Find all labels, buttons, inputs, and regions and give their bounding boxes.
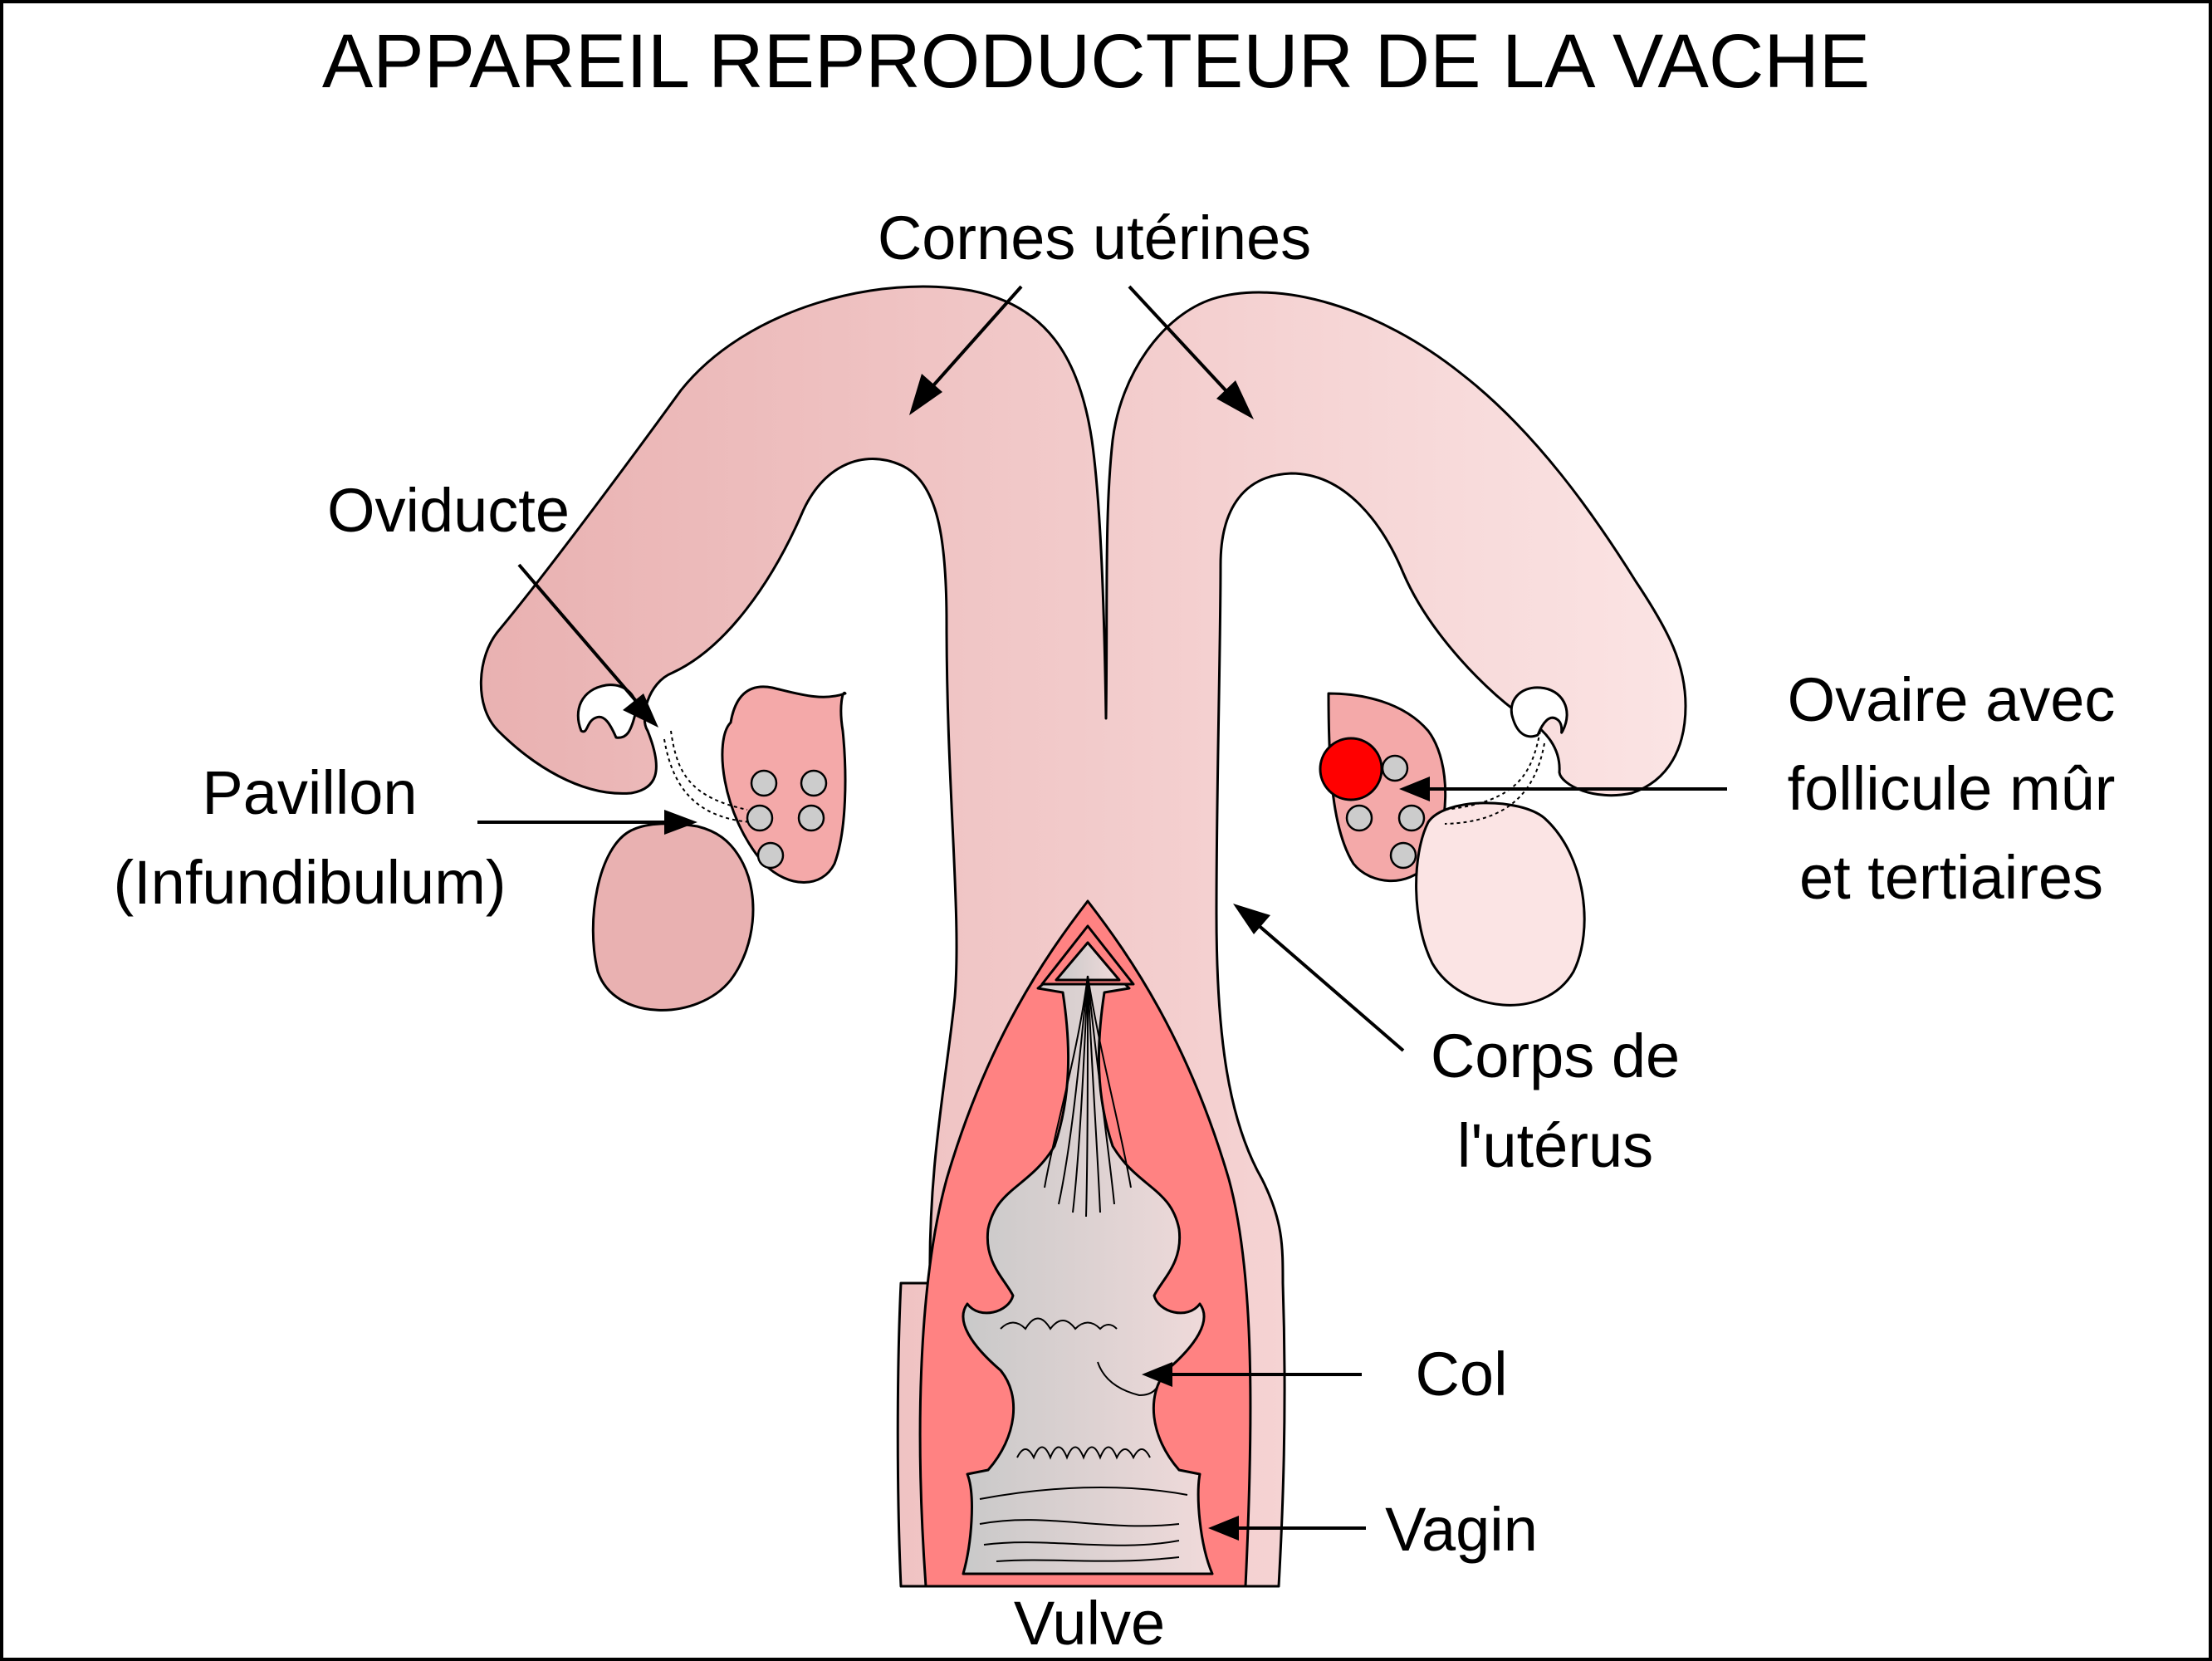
label-arrows xyxy=(477,285,1727,1541)
cervical-fold-lines xyxy=(1044,975,1132,1218)
follicle xyxy=(1381,754,1409,782)
follicle xyxy=(750,769,778,797)
label-pavillon: Pavillon xyxy=(202,758,417,827)
cervical-rings xyxy=(979,1317,1188,1562)
left-oviduct-dotted-2 xyxy=(663,738,752,823)
label-corps-line1: Corps de xyxy=(1431,1022,1680,1090)
left-ovary xyxy=(721,685,847,884)
label-cornes-uterines: Cornes utérines xyxy=(878,203,1311,272)
label-infundibulum: (Infundibulum) xyxy=(113,848,506,917)
follicle xyxy=(797,804,825,832)
right-horn-tip-loop xyxy=(1510,686,1568,738)
label-ovaire-line2: follicule mûr xyxy=(1788,754,2116,823)
left-infundibulum xyxy=(591,822,755,1012)
label-col: Col xyxy=(1415,1340,1507,1409)
follicle xyxy=(800,769,828,797)
label-vulve: Vulve xyxy=(1014,1589,1165,1658)
label-ovaire-line3: et tertiaires xyxy=(1799,843,2103,912)
label-vagin: Vagin xyxy=(1385,1495,1538,1564)
diagram-title: APPAREIL REPRODUCTEUR DE LA VACHE xyxy=(322,19,1870,104)
left-horn-tip-loop xyxy=(576,684,638,739)
mature-follicle xyxy=(1319,737,1383,801)
right-oviduct-dotted xyxy=(1444,730,1541,811)
follicle xyxy=(1389,841,1417,870)
follicle xyxy=(1345,804,1373,832)
follicle xyxy=(746,804,774,832)
label-oviducte: Oviducte xyxy=(327,476,570,545)
follicle xyxy=(756,841,785,870)
follicle xyxy=(1397,804,1426,832)
uterine-lumen xyxy=(962,945,1214,1575)
label-corps-line2: l'utérus xyxy=(1457,1111,1653,1180)
label-ovaire-line1: Ovaire avec xyxy=(1788,665,2116,734)
right-ovary-follicles xyxy=(1345,754,1426,870)
left-ovary-follicles xyxy=(746,769,828,870)
left-oviduct-dotted xyxy=(670,730,748,811)
right-oviduct-dotted-2 xyxy=(1444,742,1545,825)
right-infundibulum xyxy=(1415,801,1586,1007)
